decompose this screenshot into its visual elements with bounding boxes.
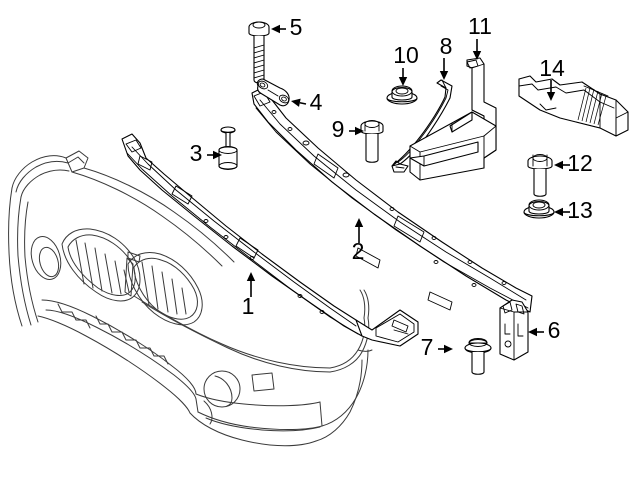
callout-10[interactable]: 10 (393, 42, 419, 86)
callout-arrowhead (398, 77, 408, 86)
callout-number-9[interactable]: 9 (332, 116, 345, 142)
callout-arrowhead (291, 98, 301, 107)
part-3-push-pin-rivet (218, 126, 238, 170)
part-7-flange-bolt-short (464, 337, 492, 375)
part-14-air-deflector-panel (518, 75, 629, 137)
callout-8[interactable]: 8 (440, 33, 453, 80)
callout-arrowhead (271, 24, 280, 34)
callout-arrowhead (554, 160, 563, 170)
callout-6[interactable]: 6 (528, 317, 560, 343)
callout-1[interactable]: 1 (242, 272, 256, 319)
part-11-l-shaped-bracket (409, 57, 497, 181)
callout-11[interactable]: 11 (468, 13, 492, 60)
callout-13[interactable]: 13 (554, 197, 593, 223)
callout-number-4[interactable]: 4 (310, 89, 323, 115)
callout-number-7[interactable]: 7 (421, 334, 434, 360)
part-9-hex-flange-bolt (360, 120, 384, 163)
callout-arrowhead (554, 207, 563, 217)
callout-arrowhead (246, 272, 256, 281)
callout-leader-line (299, 101, 307, 105)
part-8-curved-support-strut (391, 79, 453, 173)
part-1-energy-absorber (121, 133, 419, 347)
part-5-hex-flange-bolt-long (248, 21, 270, 84)
callout-arrowhead (472, 51, 482, 60)
callout-4[interactable]: 4 (291, 89, 323, 115)
callout-9[interactable]: 9 (332, 116, 364, 142)
callout-arrowhead (355, 126, 364, 136)
callout-arrowhead (354, 218, 364, 227)
part-2-impact-bar (251, 87, 533, 313)
part-12-hex-flange-bolt-medium (527, 154, 553, 197)
callout-number-8[interactable]: 8 (440, 33, 453, 59)
callout-arrowhead (444, 344, 453, 354)
part-10-flange-nut (386, 85, 418, 105)
callout-number-11[interactable]: 11 (468, 13, 492, 39)
callout-7[interactable]: 7 (421, 334, 453, 360)
callout-3[interactable]: 3 (190, 140, 222, 166)
part-6-side-mounting-bracket (499, 299, 529, 361)
callout-arrowhead (439, 71, 449, 80)
callout-number-12[interactable]: 12 (567, 150, 593, 176)
callout-number-13[interactable]: 13 (567, 197, 593, 223)
part-4-connecting-link-strap (256, 78, 290, 107)
callout-number-1[interactable]: 1 (242, 293, 255, 319)
bumper-cover-assembly (8, 150, 373, 447)
callout-arrowhead (546, 92, 556, 101)
hatching-detail (577, 87, 607, 126)
callout-14[interactable]: 14 (539, 55, 565, 101)
callout-number-3[interactable]: 3 (190, 140, 203, 166)
callout-arrowhead (213, 150, 222, 160)
callout-12[interactable]: 12 (554, 150, 593, 176)
callout-number-14[interactable]: 14 (539, 55, 565, 81)
callout-number-6[interactable]: 6 (548, 317, 561, 343)
callout-number-5[interactable]: 5 (290, 14, 303, 40)
callout-2[interactable]: 2 (352, 218, 365, 264)
callout-number-10[interactable]: 10 (393, 42, 419, 68)
callout-arrowhead (528, 327, 537, 337)
part-13-flange-lock-nut (523, 199, 555, 219)
callout-5[interactable]: 5 (271, 14, 302, 40)
callout-number-2[interactable]: 2 (352, 238, 365, 264)
